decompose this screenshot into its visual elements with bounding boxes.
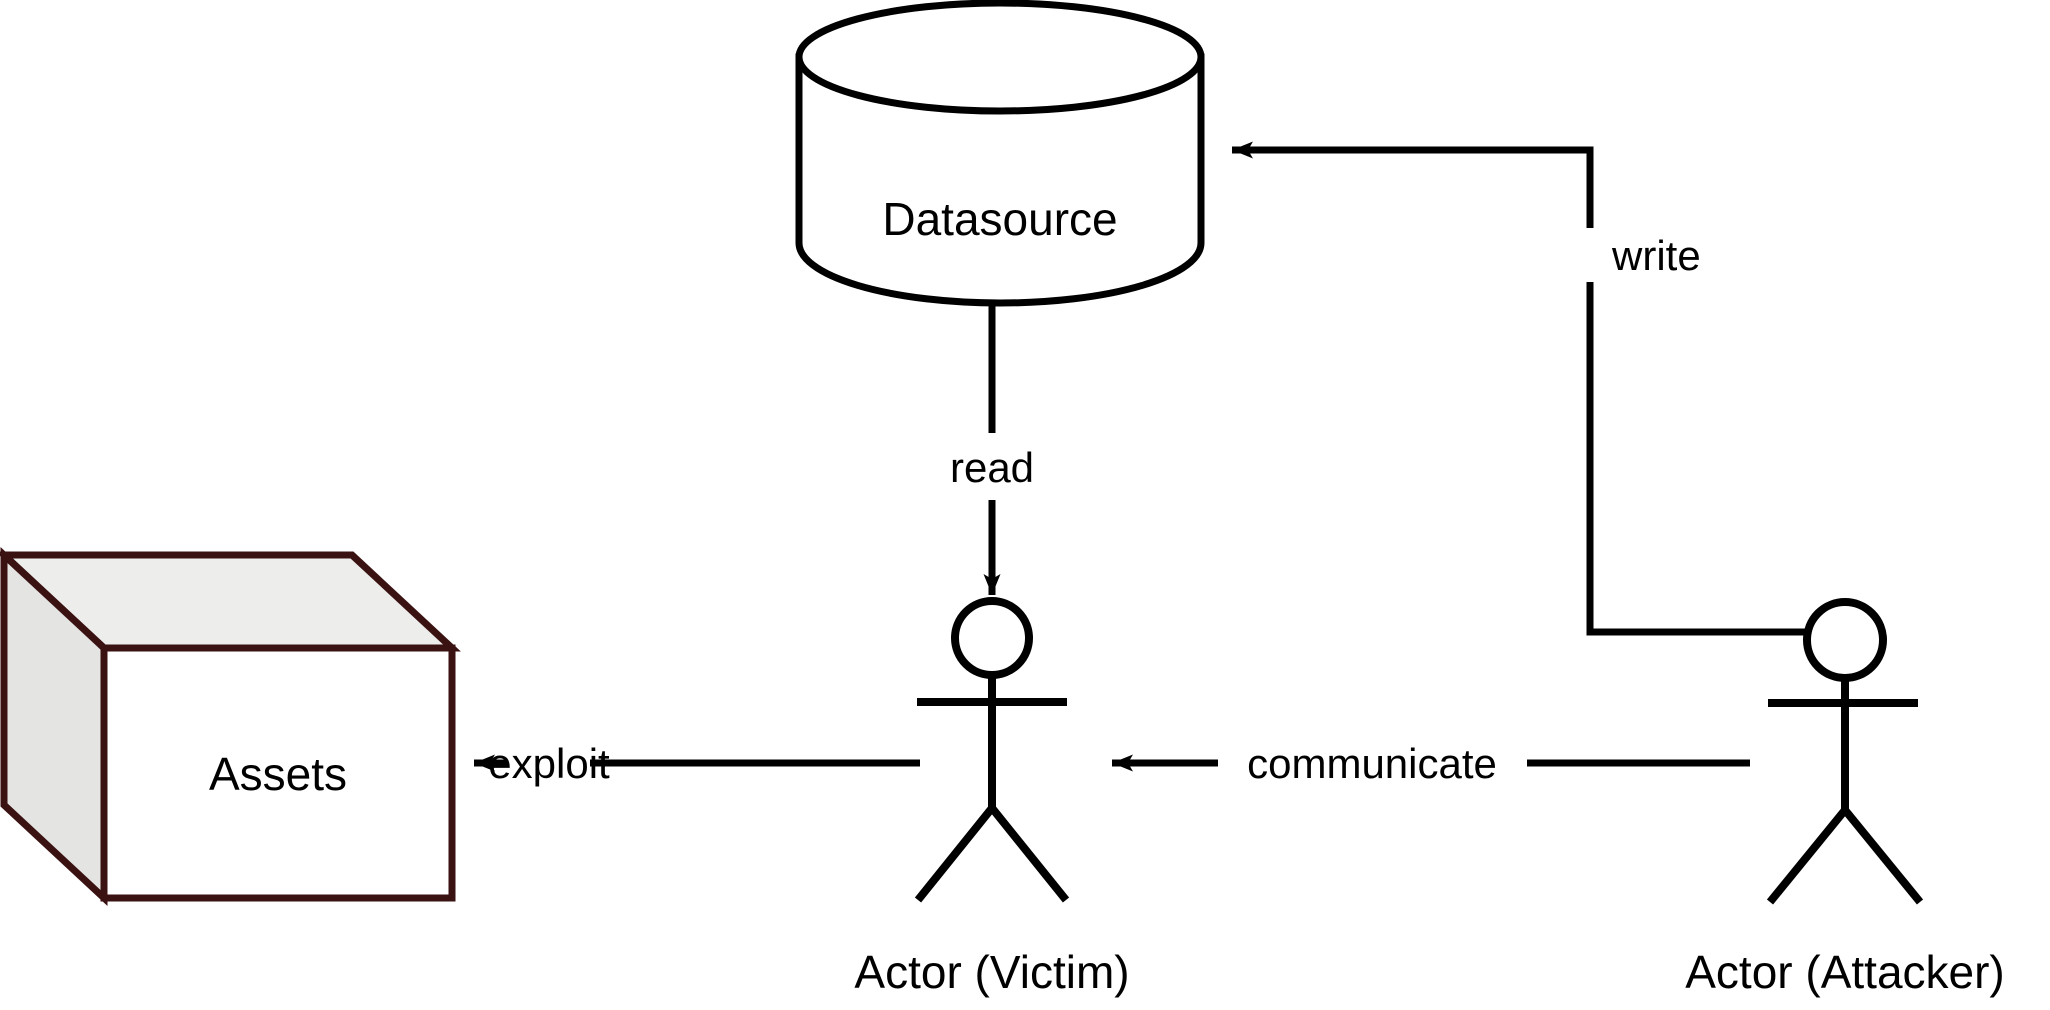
edge-write-path-upper xyxy=(1232,141,1594,228)
edge-communicate[interactable]: communicate xyxy=(1112,740,1750,787)
edge-read[interactable]: read xyxy=(950,300,1034,595)
victim-leg-left xyxy=(914,805,996,903)
attacker-caption: Actor (Attacker) xyxy=(1685,946,2005,998)
datasource-label: Datasource xyxy=(882,193,1117,245)
edge-exploit-label: exploit xyxy=(488,740,610,787)
assets-front-face xyxy=(100,644,456,902)
node-assets[interactable]: Assets xyxy=(0,546,461,907)
node-datasource[interactable]: Datasource xyxy=(795,0,1205,307)
edge-read-label: read xyxy=(950,444,1034,491)
edge-write-path-lower xyxy=(1586,282,1806,636)
attacker-leg-left xyxy=(1766,807,1849,905)
edge-write-label: write xyxy=(1611,232,1701,279)
node-actor-victim[interactable]: Actor (Victim) xyxy=(854,597,1130,998)
victim-leg-right xyxy=(988,805,1070,903)
assets-label: Assets xyxy=(209,748,347,800)
datasource-top-ellipse xyxy=(795,0,1205,115)
edge-communicate-label: communicate xyxy=(1247,740,1497,787)
victim-caption: Actor (Victim) xyxy=(854,946,1129,998)
edge-write[interactable]: write xyxy=(1232,141,1806,636)
attacker-head xyxy=(1803,598,1887,682)
datasource-body xyxy=(795,53,1205,307)
node-actor-attacker[interactable]: Actor (Attacker) xyxy=(1685,598,2005,998)
victim-head xyxy=(951,597,1033,679)
attacker-leg-right xyxy=(1841,807,1924,905)
edge-exploit[interactable]: exploit xyxy=(474,740,920,787)
